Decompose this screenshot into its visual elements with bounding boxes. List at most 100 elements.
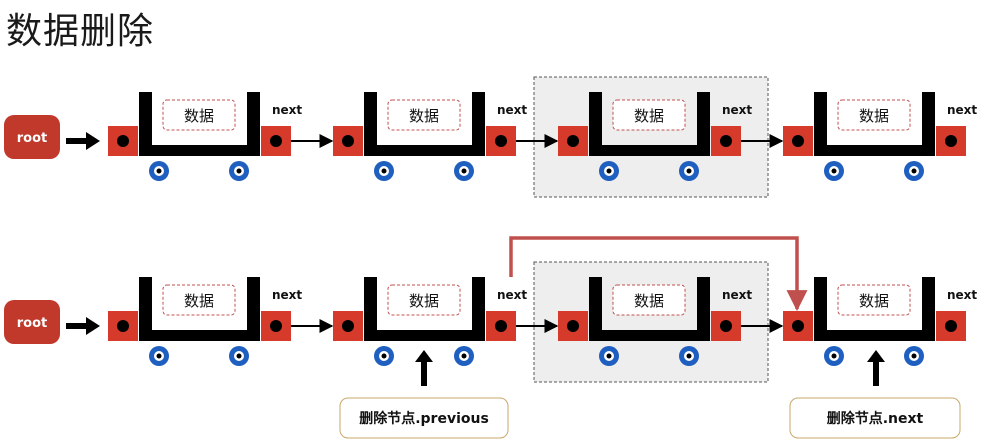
wheel-axle: [156, 168, 162, 174]
wheel-axle: [831, 353, 837, 359]
wheel-axle: [381, 168, 387, 174]
wheel-axle: [236, 168, 242, 174]
cart-right-wall: [472, 92, 485, 156]
wheel-axle: [911, 353, 917, 359]
list-node: 数据 next: [333, 277, 527, 366]
root-arrow-head: [86, 317, 100, 335]
callout-label: 删除节点.next: [827, 410, 924, 427]
prev-pointer-dot: [117, 320, 129, 332]
prev-pointer-dot: [567, 320, 579, 332]
next-pointer-dot: [945, 320, 957, 332]
prev-pointer-dot: [792, 320, 804, 332]
root-arrow-head: [86, 132, 100, 150]
wheel-axle: [831, 168, 837, 174]
root-arrow-shaft: [66, 323, 88, 329]
data-label: 数据: [634, 292, 664, 310]
wheel-axle: [911, 168, 917, 174]
root-label: root: [17, 131, 48, 146]
list-node: 数据 next: [783, 92, 977, 181]
next-label: next: [947, 288, 977, 302]
prev-pointer-dot: [792, 135, 804, 147]
cart-left-wall: [139, 92, 152, 156]
wheel-axle: [156, 353, 162, 359]
data-label: 数据: [184, 292, 214, 310]
cart-right-wall: [697, 277, 710, 341]
cart-left-wall: [814, 277, 827, 341]
next-label: next: [272, 288, 302, 302]
prev-pointer-dot: [342, 135, 354, 147]
wheel-axle: [686, 168, 692, 174]
cart-base: [589, 145, 710, 156]
prev-pointer-dot: [342, 320, 354, 332]
list-node: 数据 next: [108, 92, 302, 181]
data-box: [162, 284, 236, 316]
data-label: 数据: [634, 107, 664, 125]
next-pointer-dot: [945, 135, 957, 147]
root-node: root: [4, 115, 100, 159]
callout-arrow-shaft: [421, 358, 427, 386]
wheel-axle: [606, 353, 612, 359]
callout-arrow-shaft: [873, 358, 879, 386]
next-label: next: [722, 288, 752, 302]
next-pointer-dot: [495, 135, 507, 147]
cart-base: [139, 330, 260, 341]
next-pointer-dot: [270, 135, 282, 147]
next-pointer-dot: [270, 320, 282, 332]
cart-left-wall: [364, 92, 377, 156]
data-box: [612, 99, 686, 131]
cart-right-wall: [922, 277, 935, 341]
wheel-axle: [461, 168, 467, 174]
data-label: 数据: [184, 107, 214, 125]
data-box: [837, 284, 911, 316]
page-title: 数据删除: [6, 11, 155, 52]
list-node: 数据 next: [333, 92, 527, 181]
data-box: [837, 99, 911, 131]
cart-left-wall: [139, 277, 152, 341]
root-box: [4, 115, 60, 159]
next-label: next: [497, 288, 527, 302]
data-label: 数据: [859, 292, 889, 310]
callout-arrow-head: [867, 350, 885, 362]
list-node: 数据 next: [108, 277, 302, 366]
wheel-axle: [236, 353, 242, 359]
next-pointer-dot: [495, 320, 507, 332]
cart-base: [139, 145, 260, 156]
prev-pointer-dot: [567, 135, 579, 147]
data-label: 数据: [409, 107, 439, 125]
data-label: 数据: [409, 292, 439, 310]
data-label: 数据: [859, 107, 889, 125]
cart-left-wall: [589, 92, 602, 156]
data-box: [162, 99, 236, 131]
cart-left-wall: [814, 92, 827, 156]
wheel-axle: [461, 353, 467, 359]
root-label: root: [17, 316, 48, 331]
root-node: root: [4, 300, 100, 344]
wheel-axle: [606, 168, 612, 174]
callout-box: [789, 397, 961, 439]
root-arrow-shaft: [66, 138, 88, 144]
next-pointer-dot: [720, 320, 732, 332]
cart-left-wall: [364, 277, 377, 341]
next-label: next: [272, 103, 302, 117]
cart-base: [364, 145, 485, 156]
cart-base: [364, 330, 485, 341]
cart-right-wall: [697, 92, 710, 156]
next-label: next: [947, 103, 977, 117]
cart-right-wall: [922, 92, 935, 156]
root-box: [4, 300, 60, 344]
cart-base: [814, 145, 935, 156]
cart-base: [814, 330, 935, 341]
next-label: next: [497, 103, 527, 117]
cart-right-wall: [472, 277, 485, 341]
data-box: [387, 284, 461, 316]
list-node: 数据 next: [783, 277, 977, 366]
callout-next: 删除节点.next: [789, 350, 961, 439]
callout-previous: 删除节点.previous: [339, 350, 509, 439]
callout-label: 删除节点.previous: [359, 410, 489, 427]
callout-arrow-head: [415, 350, 433, 362]
cart-left-wall: [589, 277, 602, 341]
prev-pointer-dot: [117, 135, 129, 147]
cart-right-wall: [247, 277, 260, 341]
